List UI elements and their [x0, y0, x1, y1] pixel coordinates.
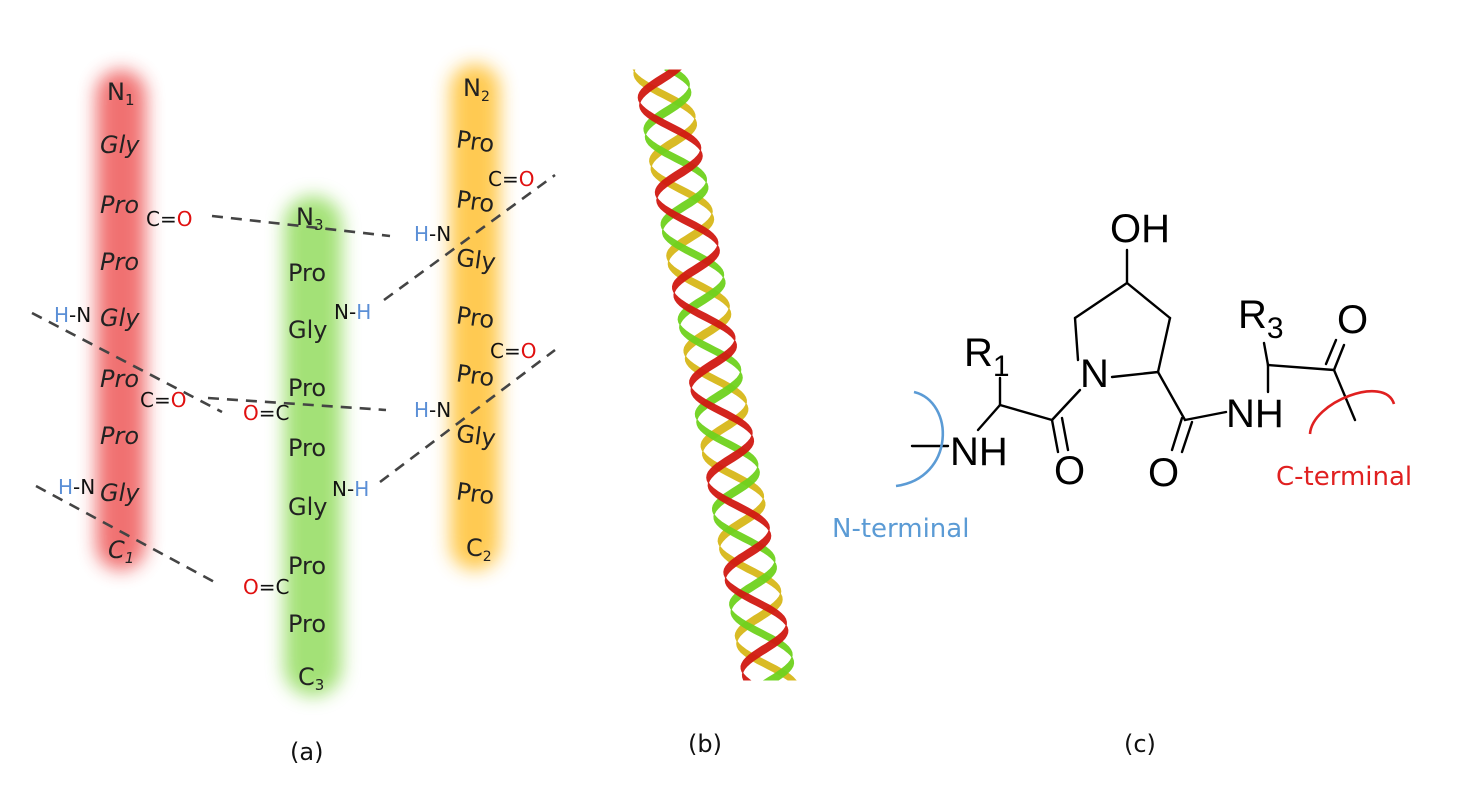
helix-strand-1	[632, 69, 797, 681]
strand3-glow	[284, 196, 342, 696]
strand2-residue: Gly	[455, 419, 498, 452]
strand3-start: N3	[296, 203, 324, 234]
strand1-residue: Pro	[100, 365, 139, 393]
strand1-glow	[96, 70, 146, 570]
oxygen-label: O	[1148, 451, 1179, 495]
strand3-residue: Gly	[288, 493, 327, 521]
bond	[1073, 281, 1129, 320]
bond	[1324, 338, 1338, 366]
strand3-end: C3	[298, 663, 324, 694]
strand1-start: N1	[107, 78, 135, 109]
amine-label: N-H	[332, 477, 369, 501]
strand-1: N1 Gly Pro Pro Gly Pro Pro Gly C1	[100, 78, 140, 567]
bond	[1125, 281, 1172, 320]
amine-label: H-N	[414, 398, 451, 422]
strand2-residue: Pro	[455, 359, 497, 392]
strand3-residue: Pro	[288, 552, 326, 580]
carbonyl-label: C=O	[140, 388, 186, 412]
carbonyl-label: O=C	[243, 575, 289, 599]
caption-c: (c)	[1124, 730, 1156, 758]
strand2-start: N2	[463, 74, 490, 105]
strand3-residue: Gly	[288, 316, 327, 344]
bond	[1110, 370, 1160, 379]
caption-a: (a)	[290, 738, 323, 766]
strand2-residue: Gly	[455, 243, 498, 276]
amine-label: H-N	[58, 475, 95, 499]
carbonyl-label: C=O	[488, 167, 534, 191]
strand2-glow	[450, 64, 500, 570]
amine-label: H-N	[414, 222, 451, 246]
bond	[1262, 341, 1270, 367]
hbond-line	[211, 214, 391, 238]
strand3-residue: Pro	[288, 610, 326, 638]
hbond-line	[207, 396, 387, 412]
bond	[1156, 316, 1172, 374]
amine-label: H-N	[54, 303, 91, 327]
bond	[1266, 363, 1336, 372]
strand1-residue: Gly	[100, 131, 140, 159]
caption-b: (b)	[688, 730, 722, 758]
amine-label: N-H	[334, 300, 371, 324]
panel-a: N1 Gly Pro Pro Gly Pro Pro Gly C1 N3 Pro…	[31, 64, 556, 766]
skeletal-bonds	[910, 248, 1357, 454]
strand3-residue: Pro	[288, 259, 326, 287]
bond	[1050, 418, 1060, 454]
strand1-residue: Gly	[100, 479, 140, 507]
n-terminal-label: N-terminal	[832, 514, 969, 544]
bond	[1060, 416, 1070, 452]
c-terminal-label: C-terminal	[1276, 462, 1412, 492]
bond-group-labels: C=O C=O C=O C=O O=C O=C H-N H-N H-N H-N …	[54, 167, 536, 599]
bond	[1073, 316, 1080, 362]
strand-2: N2 Pro Pro Gly Pro Pro Gly Pro C2	[455, 74, 498, 565]
bond	[1332, 343, 1346, 372]
hbond-line	[383, 173, 556, 302]
strand2-residue: Pro	[455, 477, 497, 510]
strand2-residue: Pro	[455, 185, 497, 218]
carbonyl-label: C=O	[490, 339, 536, 363]
strand1-residue: Pro	[100, 422, 139, 450]
nh-right-label: NH	[1226, 392, 1284, 436]
hbond-line	[31, 311, 223, 414]
panel-b: (b)	[632, 69, 797, 758]
oxygen-label: O	[1054, 449, 1085, 493]
c-terminal-bracket	[1308, 390, 1396, 435]
hydroxyl-label: OH	[1110, 207, 1170, 251]
nh-left-label: NH	[950, 430, 1008, 474]
strand2-residue: Pro	[455, 125, 497, 158]
strand1-residue: Pro	[100, 191, 139, 219]
strand3-residue: Pro	[288, 434, 326, 462]
helix-strand-3	[637, 69, 789, 681]
r1-label: R1	[964, 331, 1010, 383]
carbonyl-label: O=C	[243, 401, 289, 425]
strand3-residue: Pro	[288, 374, 326, 402]
oxygen-label: O	[1337, 298, 1368, 342]
bond	[1156, 370, 1187, 422]
strand1-residue: Pro	[100, 248, 139, 276]
bond	[1050, 388, 1082, 422]
bond	[1332, 368, 1357, 422]
hydrogen-bonds	[31, 173, 556, 587]
triple-helix-ribbon	[632, 69, 797, 681]
bond	[998, 403, 1054, 422]
bond	[976, 403, 1002, 432]
helix-strand-2	[643, 69, 795, 681]
r3-label: R3	[1238, 293, 1284, 345]
strand2-residue: Pro	[455, 301, 497, 334]
n-terminal-bracket	[895, 390, 945, 488]
carbonyl-label: C=O	[146, 207, 192, 231]
strand2-end: C2	[466, 534, 492, 565]
hbond-line	[35, 484, 221, 587]
strand1-end: C1	[108, 536, 134, 567]
ring-nitrogen-label: N	[1080, 352, 1109, 396]
strand1-residue: Gly	[100, 304, 140, 332]
strand-3: N3 Pro Gly Pro Pro Gly Pro Pro C3	[288, 203, 327, 694]
bond	[1183, 410, 1228, 422]
panel-c: OH R1 N NH O R3 O NH O N-terminal C-term…	[832, 207, 1412, 758]
bond	[1170, 416, 1184, 452]
bond	[1180, 420, 1194, 454]
